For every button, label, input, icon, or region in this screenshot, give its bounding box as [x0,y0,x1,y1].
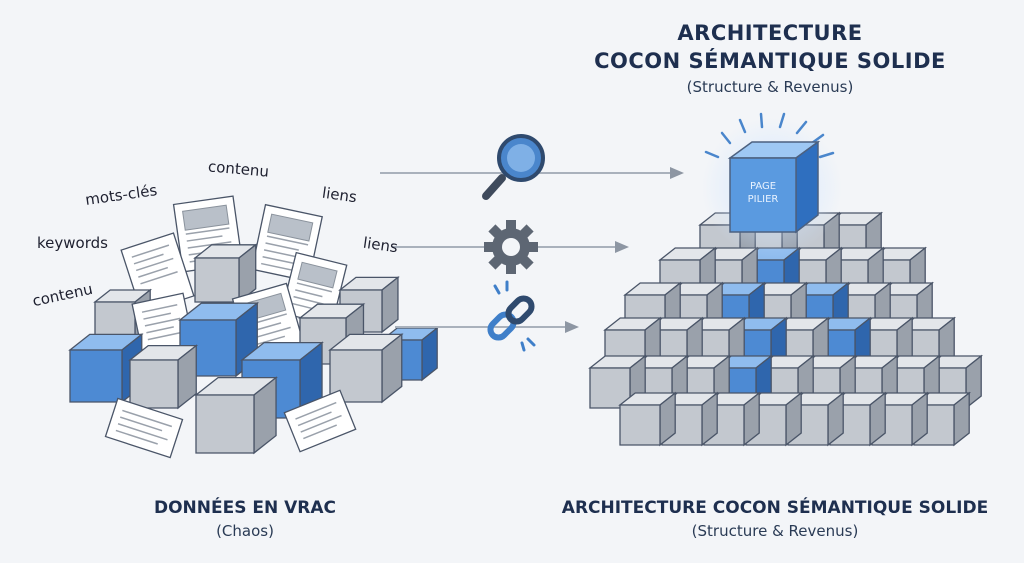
chain-link-icon [487,280,536,352]
cube [68,333,144,404]
caption-right-title: ARCHITECTURE COCON SÉMANTIQUE SOLIDE [561,498,989,518]
document-sheet [104,397,184,459]
gear-icon [484,220,538,274]
cube [193,243,258,304]
chaos-pile [68,195,440,459]
diagram-title-line2: COCON SÉMANTIQUE SOLIDE [594,49,946,73]
caption-left-title: DONNÉES EN VRAC [153,498,337,518]
pillar-cube: PAGE PILIER [702,112,842,258]
cube [128,344,199,410]
caption-right-subtitle: (Structure & Revenus) [691,522,859,540]
cube [328,333,404,404]
magnifier-icon [482,134,545,200]
diagram-subtitle: (Structure & Revenus) [686,78,854,96]
chaos-word-keywords: keywords [37,234,108,252]
pillar-label-line2: PILIER [748,194,779,205]
diagram-title-line1: ARCHITECTURE [677,21,863,45]
cube [194,376,278,455]
caption-left-subtitle: (Chaos) [216,522,274,540]
document-sheet [283,389,357,453]
cube [178,301,260,378]
cube [618,391,678,447]
pillar-label-line1: PAGE [750,181,776,192]
